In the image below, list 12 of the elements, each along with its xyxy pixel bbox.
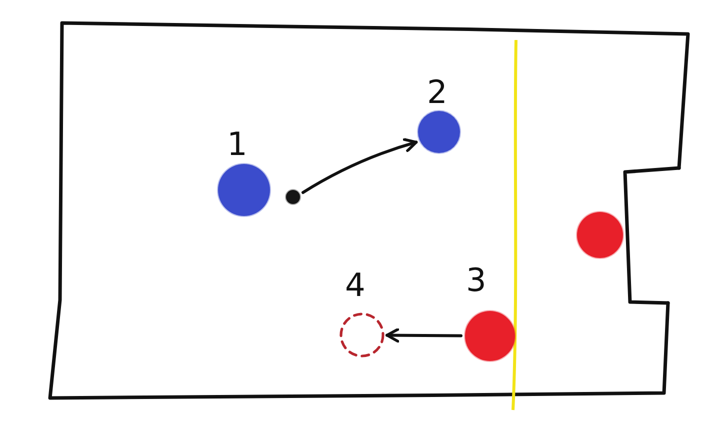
player-number: 2 (427, 76, 448, 108)
arrow (386, 328, 462, 343)
player-circle (463, 309, 517, 363)
player-circle (575, 210, 625, 260)
player-circle (416, 109, 462, 155)
ball (284, 188, 302, 206)
player-number: 1 (227, 128, 248, 160)
player-number: 4 (345, 269, 366, 301)
dashed-circle (339, 312, 385, 358)
player-circle (216, 162, 272, 218)
player-number: 3 (466, 264, 486, 296)
arrow (302, 138, 418, 194)
